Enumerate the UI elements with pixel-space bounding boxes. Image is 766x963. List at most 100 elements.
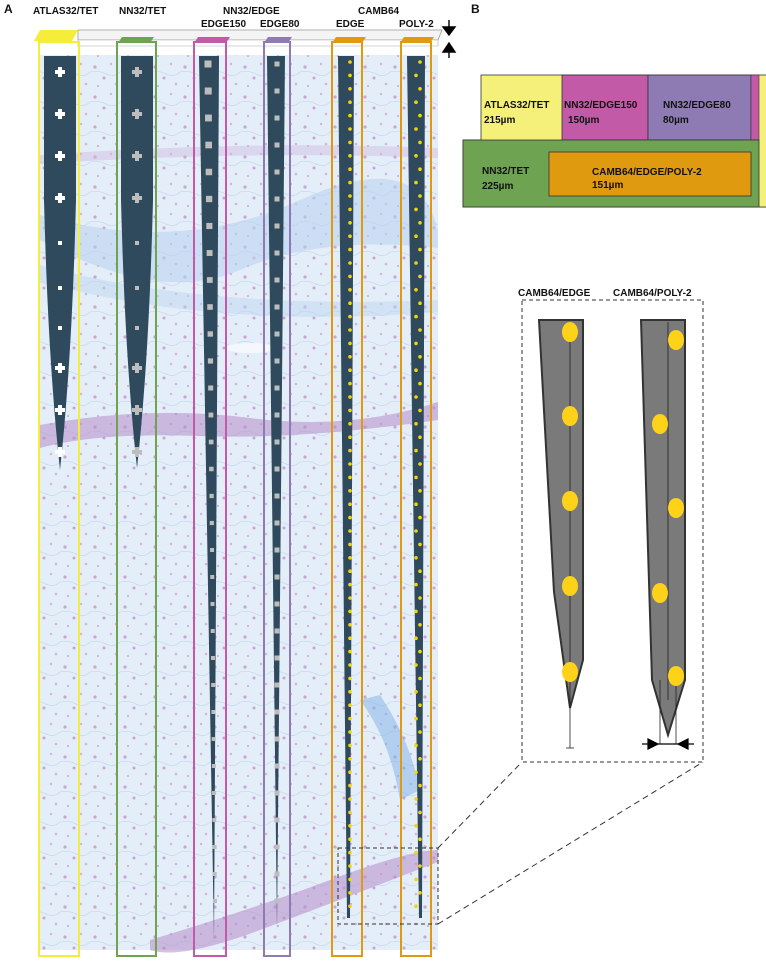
- camb-site: [348, 542, 352, 547]
- electrode-site: [58, 326, 62, 330]
- camb-site: [414, 824, 418, 828]
- inset-site-poly2: [668, 498, 684, 518]
- tetrode-site: [55, 151, 65, 161]
- probe-nn32-tet: [121, 56, 153, 468]
- camb-site: [418, 569, 422, 573]
- tetrode-site: [55, 193, 65, 203]
- b-camb64-value: 151µm: [592, 180, 623, 191]
- inset-site-edge: [562, 576, 578, 596]
- electrode-site: [274, 898, 280, 904]
- camb-site: [418, 864, 422, 868]
- camb-site: [414, 422, 418, 426]
- camb-site: [348, 797, 352, 801]
- camb-site: [348, 261, 352, 265]
- panel-b-label: B: [471, 2, 480, 16]
- camb-site: [348, 127, 352, 131]
- electrode-site: [208, 385, 214, 391]
- electrode-site: [274, 655, 280, 661]
- label-camb-edge: EDGE: [336, 19, 365, 30]
- camb-site: [414, 636, 418, 640]
- probe-nn32-edge150: [199, 56, 219, 940]
- b-edge150-value: 150µm: [568, 115, 599, 126]
- frame-camb-poly2: [400, 41, 432, 957]
- camb-site: [348, 556, 352, 560]
- camb-site: [418, 462, 422, 466]
- camb-site: [348, 328, 352, 332]
- camb-site: [418, 87, 422, 91]
- electrode-site: [274, 223, 280, 229]
- camb-site: [348, 837, 352, 841]
- camb-site: [418, 60, 422, 64]
- b-edge80-value: 80µm: [663, 115, 689, 126]
- b-camb64-name: CAMB64/EDGE/POLY-2: [592, 167, 702, 178]
- panel-a-label: A: [4, 2, 13, 16]
- electrode-site: [210, 548, 215, 552]
- electrode-site: [212, 791, 217, 795]
- inset-site-edge: [562, 491, 578, 511]
- panel-b-diagram: [462, 74, 766, 208]
- camb-site: [348, 234, 352, 238]
- camb-site: [348, 730, 352, 734]
- tetrode-site: [55, 109, 65, 119]
- camb-site: [414, 341, 418, 346]
- camb-site: [348, 395, 352, 399]
- camb-site: [348, 180, 352, 185]
- frame-atlas32-tet: [38, 41, 80, 957]
- camb-site: [414, 582, 418, 587]
- electrode-site: [274, 115, 280, 121]
- electrode-site: [210, 656, 215, 660]
- camb-site: [348, 435, 352, 440]
- tetrode-site: [55, 67, 65, 77]
- inset-site-edge: [562, 406, 578, 426]
- zoom-line-top: [437, 761, 523, 849]
- electrode-site: [274, 520, 280, 526]
- camb-site: [414, 609, 418, 614]
- electrode-site: [274, 142, 280, 148]
- camb-site: [414, 154, 418, 158]
- camb-site: [348, 569, 352, 573]
- electrode-site: [274, 763, 280, 769]
- camb-site: [348, 582, 352, 587]
- camb-site: [418, 140, 422, 145]
- camb-site: [348, 850, 352, 855]
- zoom-region-box: [337, 847, 439, 925]
- electrode-site: [274, 466, 280, 472]
- camb-site: [414, 234, 418, 238]
- camb-site: [414, 716, 418, 721]
- tetrode-site: [55, 363, 65, 373]
- camb-site: [418, 194, 422, 198]
- camb-site: [418, 515, 422, 520]
- label-atlas32-tet: ATLAS32/TET: [33, 6, 98, 17]
- zoom-line-bottom: [437, 761, 704, 925]
- electrode-site: [274, 439, 280, 445]
- electrode-site: [274, 790, 280, 796]
- camb-site: [418, 891, 422, 895]
- electrode-site: [208, 439, 214, 445]
- camb-site: [348, 475, 352, 480]
- camb-site: [348, 100, 352, 104]
- camb-site: [348, 757, 352, 761]
- electrode-site: [274, 709, 280, 715]
- camb-site: [348, 783, 352, 788]
- camb-site: [348, 663, 352, 667]
- camb-site: [418, 221, 422, 225]
- camb-site: [414, 368, 418, 373]
- probe-camb64-edge: [338, 56, 354, 918]
- electrode-site: [212, 899, 217, 903]
- camb-site: [348, 60, 352, 64]
- electrode-site: [210, 629, 215, 633]
- electrode-site: [135, 326, 139, 330]
- camb-site: [348, 864, 352, 868]
- camb-site: [418, 408, 422, 413]
- b-atlas-name: ATLAS32/TET: [484, 100, 549, 111]
- camb-site: [418, 247, 422, 252]
- electrode-site: [209, 520, 214, 526]
- tetrode-site: [132, 447, 142, 457]
- electrode-site: [212, 818, 217, 822]
- electrode-site: [212, 845, 217, 849]
- label-camb-poly2: POLY-2: [399, 19, 434, 30]
- electrode-site: [274, 601, 280, 607]
- block-edge150: [561, 74, 649, 141]
- electrode-site: [207, 304, 213, 310]
- camb-site: [348, 167, 352, 171]
